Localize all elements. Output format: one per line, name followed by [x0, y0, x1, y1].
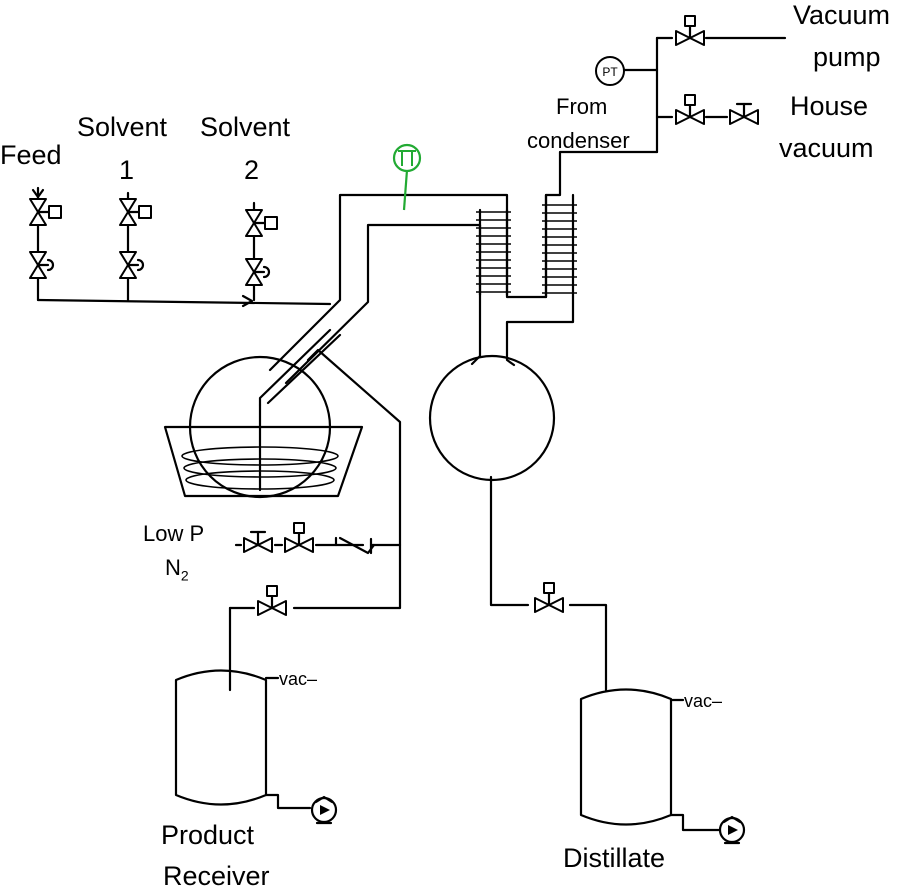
solvent1-label: Solvent [77, 112, 168, 142]
solvent2-isolation-valve[interactable] [244, 257, 271, 287]
heating-bath [163, 425, 364, 498]
solvent2-label: Solvent [200, 112, 291, 142]
feed-control-valve[interactable] [28, 197, 63, 227]
house-vacuum-control-valve[interactable] [674, 93, 706, 126]
from-condenser-label-line2: condenser [527, 128, 630, 153]
house-vacuum-label-line1: House [790, 91, 869, 121]
distillate-line [470, 223, 608, 692]
product-pump-icon [310, 795, 338, 825]
distillate-transfer-valve[interactable] [533, 581, 565, 614]
distillate-vac-label: vac– [684, 691, 723, 711]
solvent1-control-valve[interactable] [118, 197, 153, 227]
distillate-pump-icon [718, 815, 746, 845]
feed-manifold [31, 186, 332, 308]
nitrogen-hand-valve[interactable] [242, 530, 274, 554]
nitrogen-label: N2 [165, 555, 189, 584]
from-condenser-label-line1: From [556, 94, 608, 119]
vacuum-pump-label-line1: Vacuum [793, 0, 891, 30]
house-vacuum-label-line2: vacuum [779, 133, 874, 163]
pressure-transmitter [595, 56, 625, 86]
vacuum-pump-label-line2: pump [813, 42, 881, 72]
temperature-indicator [392, 143, 422, 211]
distillate-label: Distillate [563, 843, 666, 873]
product-receiver-label-line2: Receiver [163, 861, 270, 888]
condenser-1 [476, 208, 511, 297]
vapor-duct [258, 150, 659, 407]
solvent2-control-valve[interactable] [244, 208, 279, 238]
distillate-receiver-vessel [579, 688, 722, 832]
condenser-2 [542, 193, 577, 299]
solvent2-number: 2 [244, 155, 260, 185]
house-vacuum-hand-valve[interactable] [728, 102, 760, 126]
low-p-label: Low P [143, 521, 205, 546]
nitrogen-subscript: 2 [180, 567, 189, 584]
vacuum-header [622, 36, 787, 154]
vent-line [228, 348, 402, 692]
feed-label: Feed [0, 140, 62, 170]
product-transfer-valve[interactable] [256, 584, 288, 617]
nitrogen-control-valve[interactable] [283, 521, 315, 554]
nitrogen-line [234, 536, 402, 555]
vacuum-pump-valve[interactable] [674, 14, 706, 47]
pressure-transmitter-label: PT [602, 65, 618, 79]
product-receiver-label-line1: Product [161, 820, 255, 850]
solvent1-number: 1 [119, 155, 135, 185]
product-receiver-vessel [174, 669, 312, 810]
product-vac-label: vac– [279, 669, 318, 689]
receiving-flask [428, 354, 556, 482]
solvent1-isolation-valve[interactable] [118, 250, 145, 280]
feed-isolation-valve[interactable] [28, 250, 55, 280]
